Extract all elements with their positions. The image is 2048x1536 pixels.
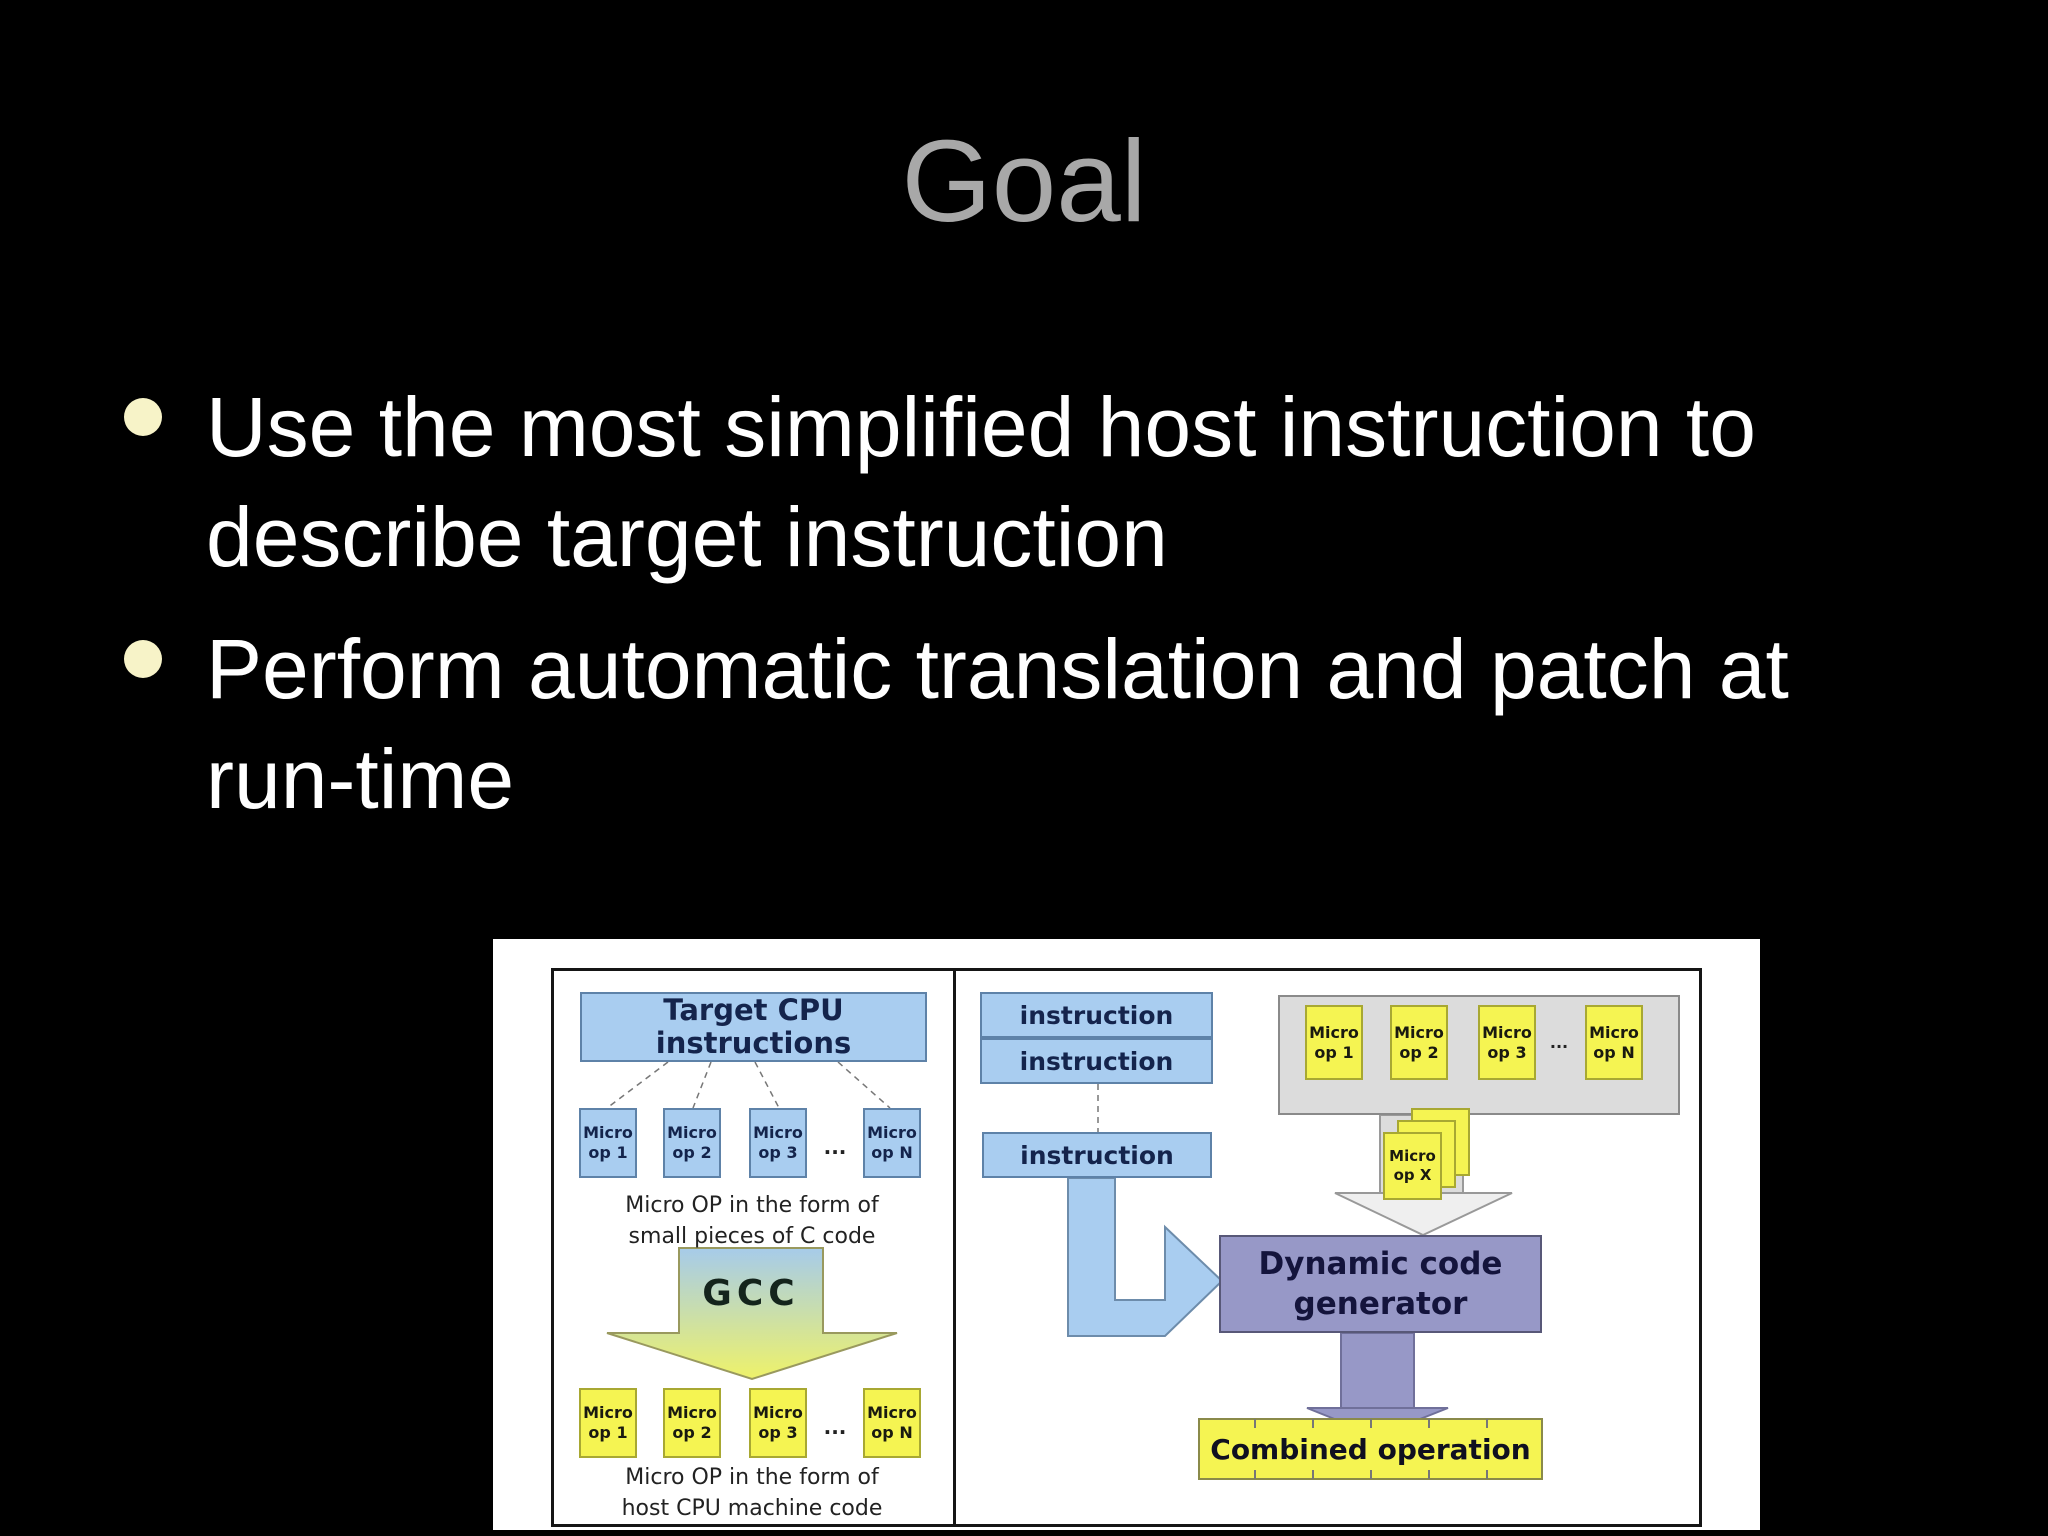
micro-op-box: Micro op N: [1585, 1005, 1643, 1080]
caption-host-code: Micro OP in the form of host CPU machine…: [621, 1465, 883, 1521]
fanout-lines: [606, 1061, 1099, 1132]
instruction-box: instruction: [980, 1038, 1213, 1084]
caption-c-code: Micro OP in the form of small pieces of …: [625, 1193, 879, 1249]
instruction-box: instruction: [982, 1132, 1212, 1178]
micro-op-box: Micro op 3: [749, 1108, 807, 1178]
micro-op-box: Micro op 2: [663, 1108, 721, 1178]
gcc-label: GCC: [702, 1273, 800, 1314]
ellipsis: ...: [823, 1135, 847, 1159]
bullet-item: Use the most simplified host instruction…: [118, 372, 1998, 592]
bullet-text: Use the most simplified host instruction…: [206, 380, 1756, 585]
bullet-list: Use the most simplified host instruction…: [118, 372, 1998, 834]
bullet-text: Perform automatic translation and patch …: [206, 622, 1789, 827]
diagram-frame: [551, 968, 1702, 1527]
target-cpu-box: Target CPU instructions: [580, 992, 927, 1062]
combined-operation-box: Combined operation: [1198, 1418, 1543, 1480]
bullet-dot-icon: [124, 398, 162, 436]
diagram-divider: [953, 968, 956, 1527]
instruction-arrow-icon: [1067, 1177, 1224, 1337]
ellipsis: ...: [823, 1415, 847, 1439]
micro-op-box: Micro op 3: [749, 1388, 807, 1458]
page-title: Goal: [901, 116, 1147, 246]
micro-op-box: Micro op 1: [579, 1108, 637, 1178]
micro-op-box: Micro op N: [863, 1388, 921, 1458]
micro-op-box: Micro op 1: [1305, 1005, 1363, 1080]
micro-op-box: Micro op 2: [1390, 1005, 1448, 1080]
micro-op-box: Micro op 2: [663, 1388, 721, 1458]
instruction-box: instruction: [980, 992, 1213, 1038]
micro-op-box: Micro op 3: [1478, 1005, 1536, 1080]
micro-op-box: Micro op 1: [579, 1388, 637, 1458]
gcc-arrow-icon: [606, 1247, 898, 1381]
micro-op-x-card: Micro op X: [1383, 1132, 1442, 1200]
diagram-panel: Target CPU instructions Micro op 1 Micro…: [493, 939, 1760, 1530]
bullet-item: Perform automatic translation and patch …: [118, 614, 1998, 834]
ellipsis: ...: [1549, 1033, 1569, 1052]
bullet-dot-icon: [124, 640, 162, 679]
micro-op-box: Micro op N: [863, 1108, 921, 1178]
dynamic-code-generator-box: Dynamic code generator: [1219, 1235, 1542, 1333]
